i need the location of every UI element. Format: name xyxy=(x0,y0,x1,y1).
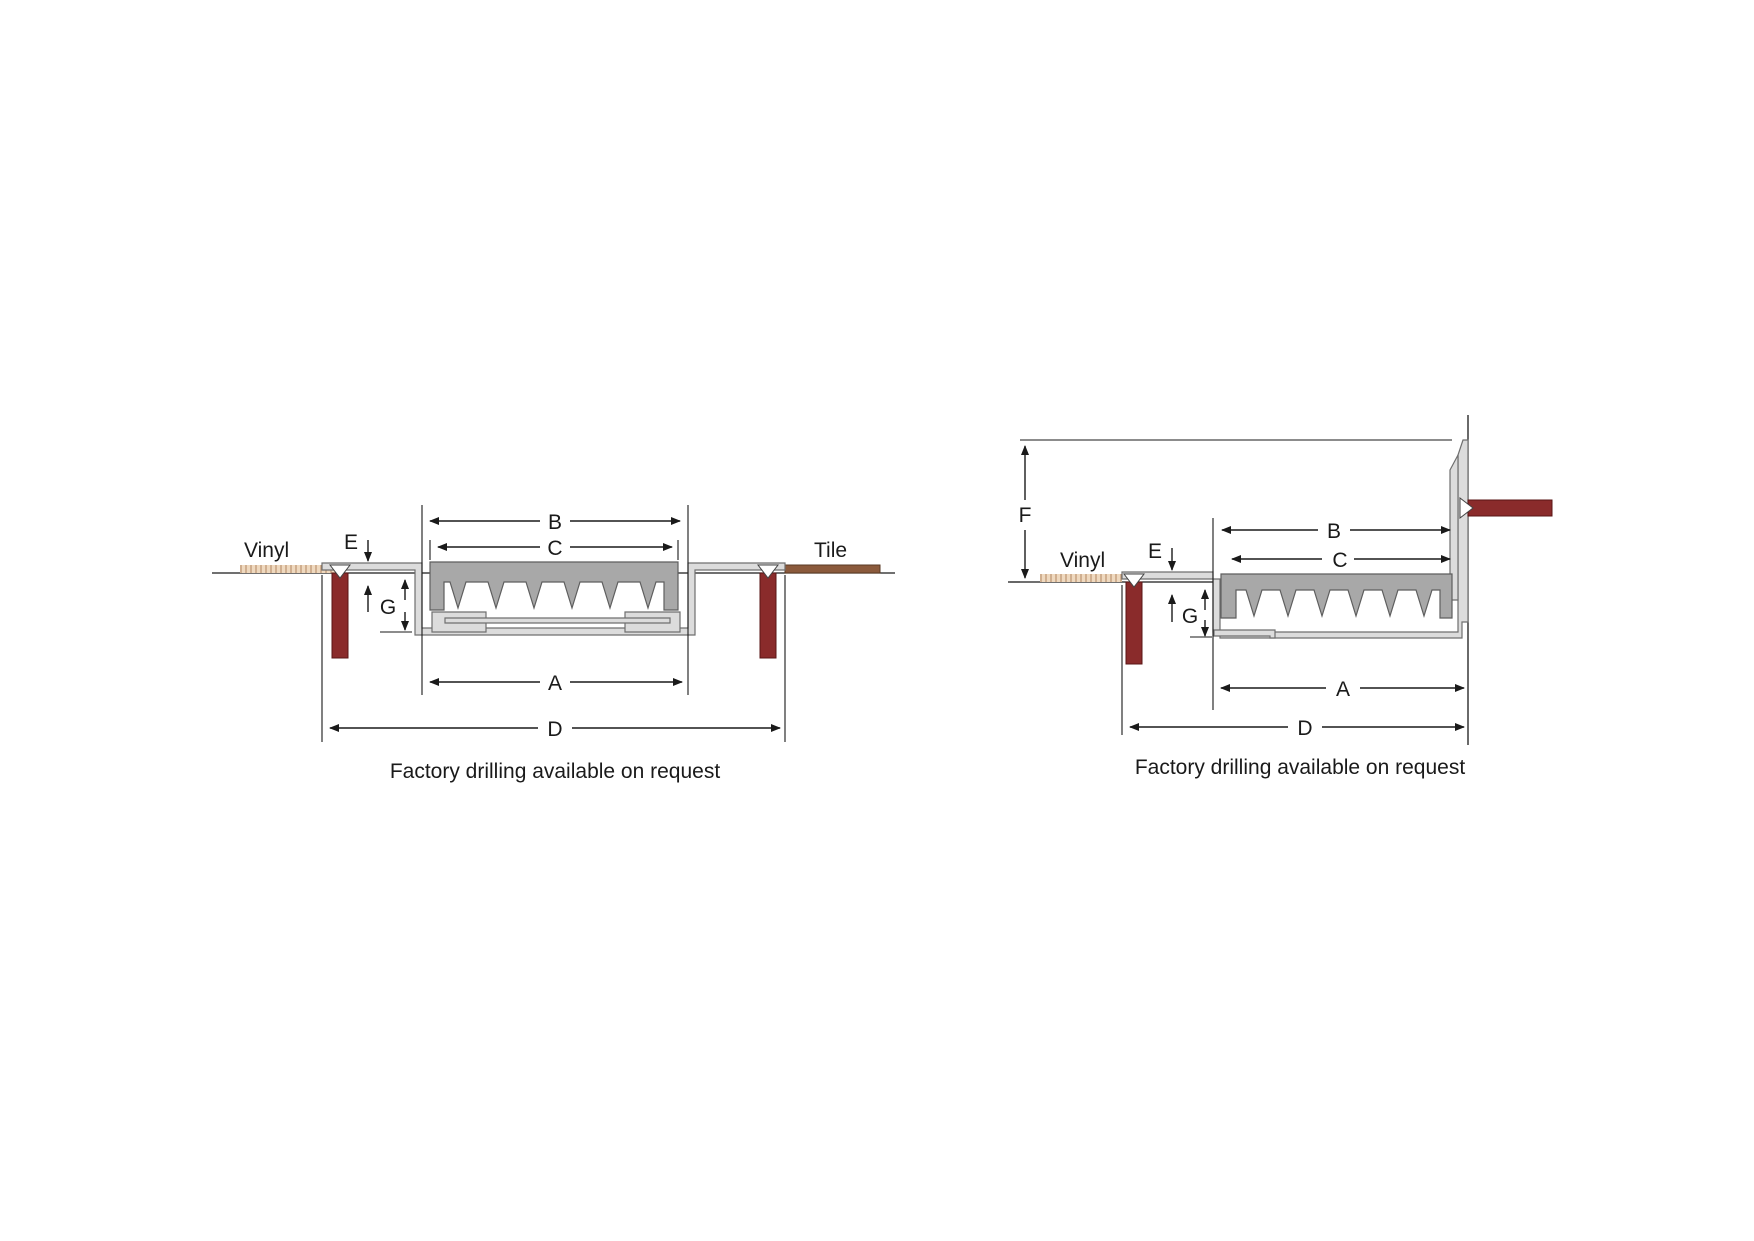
anchor-floor xyxy=(1125,581,1143,665)
screw-head-left xyxy=(328,564,352,579)
dim-d-label: D xyxy=(547,718,562,741)
anchor-wall xyxy=(1467,499,1553,517)
dim-c-label: C xyxy=(1332,549,1347,572)
dim-g-label: G xyxy=(1182,605,1198,628)
dim-a-label: A xyxy=(548,672,562,695)
dim-g-label: G xyxy=(380,596,396,619)
vinyl-covering xyxy=(1040,574,1122,582)
dim-b-label: B xyxy=(548,511,562,534)
caption: Factory drilling available on request xyxy=(1135,756,1466,779)
dim-a-label: A xyxy=(1336,678,1350,701)
vinyl-covering xyxy=(240,565,340,573)
right-diagram: F B C A D E G Vinyl Factory drilling ava… xyxy=(1008,415,1553,779)
rubber-insert xyxy=(429,561,679,611)
dim-c-label: C xyxy=(547,537,562,560)
aluminium-profile xyxy=(1121,439,1469,639)
left-diagram: B C A D E G Vinyl Tile Factory drilling … xyxy=(212,505,895,783)
anchor-right xyxy=(759,572,777,659)
floor-label-tile: Tile xyxy=(814,539,847,562)
dim-d-label: D xyxy=(1297,717,1312,740)
screw-head-right xyxy=(756,564,780,579)
floor-label-vinyl: Vinyl xyxy=(244,539,289,562)
tile-covering xyxy=(784,564,881,574)
anchor-left xyxy=(331,572,349,659)
dim-b-label: B xyxy=(1327,520,1341,543)
screw-head-floor xyxy=(1122,573,1146,588)
dim-f-label: F xyxy=(1019,504,1032,527)
dim-e-label: E xyxy=(344,531,358,554)
aluminium-profile xyxy=(321,562,786,636)
dim-e-label: E xyxy=(1148,540,1162,563)
screw-head-wall xyxy=(1459,496,1474,520)
caption: Factory drilling available on request xyxy=(390,760,721,783)
rubber-insert xyxy=(1220,573,1453,619)
floor-label-vinyl: Vinyl xyxy=(1060,549,1105,572)
